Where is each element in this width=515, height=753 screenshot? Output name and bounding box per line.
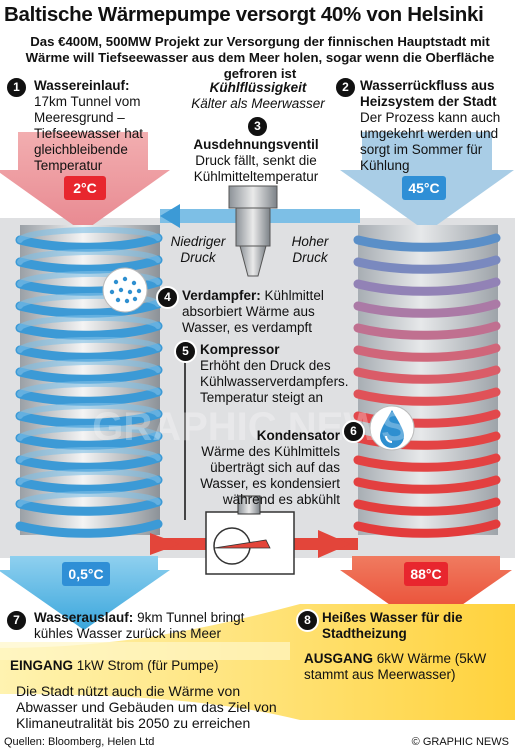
- step-number-2: 2: [334, 76, 357, 99]
- step-4-heading: Verdampfer:: [182, 288, 261, 303]
- step-4-text: Verdampfer: Kühlmittel absorbiert Wärme …: [182, 288, 362, 336]
- cold-outflow-arrow: [0, 556, 170, 630]
- step-8-heading: Heißes Wasser für die Stadtheizung: [322, 610, 463, 641]
- step-7-body: 9km Tunnel bringt kühles Wasser zurück i…: [34, 610, 245, 641]
- evaporator-coil: [15, 226, 163, 538]
- step-number-7: 7: [5, 609, 28, 632]
- sources: Quellen: Bloomberg, Helen Ltd: [4, 736, 155, 748]
- step-number-1: 1: [5, 76, 28, 99]
- step-1-body: 17km Tunnel vom Meeresgrund – Tiefseewas…: [34, 94, 144, 173]
- refrigerant-flow-arrow: [160, 204, 180, 228]
- step-7-text: Wasserauslauf: 9km Tunnel bringt kühles …: [34, 610, 284, 642]
- step-2-body: Der Prozess kann auch umgekehrt werden u…: [360, 110, 501, 173]
- step-5-text: Kompressor Erhöht den Druck des Kühlwass…: [200, 342, 360, 406]
- step-5-heading: Kompressor: [200, 342, 280, 357]
- input-label: EINGANG: [10, 658, 74, 673]
- step-3-text: Ausdehnungsventil Druck fällt, senkt die…: [186, 137, 326, 185]
- input-line: EINGANG 1kW Strom (für Pumpe): [10, 658, 290, 674]
- step-6-text: Kondensator Wärme des Kühlmittels übertr…: [198, 428, 340, 508]
- step-number-4: 4: [156, 286, 179, 309]
- energy-band: [0, 604, 515, 720]
- step-5-body: Erhöht den Druck des Kühlwasserverdampfe…: [200, 358, 349, 405]
- page-subtitle: Das €400M, 500MW Projekt zur Versorgung …: [25, 34, 495, 81]
- page-title: Baltische Wärmepumpe versorgt 40% von He…: [4, 3, 484, 26]
- city-note: Die Stadt nützt auch die Wärme von Abwas…: [16, 683, 277, 731]
- step-number-6: 6: [342, 420, 365, 443]
- step-number-5: 5: [174, 340, 197, 363]
- output-value: 6kW Wärme (5kW stammt aus Meerwasser): [304, 651, 487, 682]
- step-3-heading: Ausdehnungsventil: [193, 137, 319, 152]
- output-block: AUSGANG 6kW Wärme (5kW stammt aus Meerwa…: [304, 651, 504, 683]
- step-4-body: Kühlmittel absorbiert Wärme aus Wasser, …: [182, 288, 324, 335]
- refrigerant-droplets-icon: [102, 267, 148, 313]
- low-pressure-label: Niedriger Druck: [170, 234, 226, 265]
- step-6-heading: Kondensator: [256, 428, 340, 443]
- step-6-body: Wärme des Kühlmittels überträgt sich auf…: [200, 444, 340, 507]
- expansion-valve: [228, 185, 278, 209]
- return-temp-badge: 45°C: [402, 176, 446, 200]
- step-2-text: Wasserrückfluss aus Heizsystem der Stadt…: [360, 78, 510, 174]
- refrigerant-label: Kühlflüssigkeit Kälter als Meerwasser: [180, 80, 336, 112]
- step-number-3: 3: [246, 115, 269, 138]
- step-number-8: 8: [296, 609, 319, 632]
- step-7-heading: Wasserauslauf:: [34, 610, 134, 625]
- step-1-text: Wassereinlauf: 17km Tunnel vom Meeresgru…: [34, 78, 164, 174]
- hot-temp-badge: 88°C: [404, 562, 448, 586]
- step-3-body: Druck fällt, senkt die Kühlmitteltempera…: [193, 153, 319, 184]
- high-pressure-label: Hoher Druck: [291, 234, 329, 265]
- step-2-heading: Wasserrückfluss aus Heizsystem der Stadt: [360, 78, 497, 109]
- inflow-temp-badge: 2°C: [64, 176, 106, 200]
- output-label: AUSGANG: [304, 651, 374, 666]
- copyright: © GRAPHIC NEWS: [411, 736, 509, 748]
- refrigerant-heading: Kühlflüssigkeit: [209, 80, 307, 95]
- condenser-coil: [353, 233, 501, 538]
- hot-outflow-arrow: [340, 556, 512, 630]
- input-value: 1kW Strom (für Pumpe): [76, 658, 219, 673]
- step-1-heading: Wassereinlauf:: [34, 78, 130, 93]
- outflow-temp-badge: 0,5°C: [62, 562, 110, 586]
- refrigerant-note: Kälter als Meerwasser: [191, 96, 325, 111]
